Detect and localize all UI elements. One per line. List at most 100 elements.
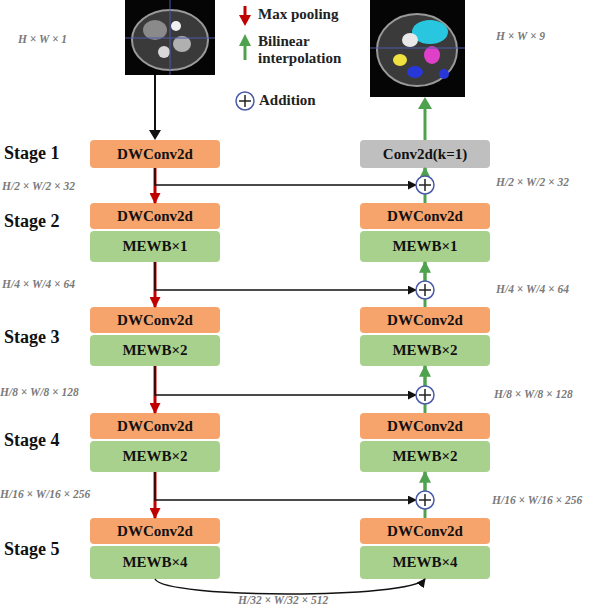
connector-line <box>155 168 416 185</box>
arrow-head <box>149 130 161 140</box>
box-text: MEWB×2 <box>392 342 457 359</box>
stage-label: Stage 4 <box>4 430 60 451</box>
organ-segment <box>424 46 440 64</box>
connector-line <box>154 366 157 413</box>
dimension-label: H/16 × W/16 × 256 <box>492 494 582 506</box>
maxpool-arrow <box>155 472 156 518</box>
skip-connection <box>155 262 425 290</box>
maxpool-arrow <box>155 168 156 203</box>
maxpool-arrow <box>155 262 156 307</box>
dwconv-box: DWConv2d <box>360 413 490 439</box>
crosshair-line <box>125 38 215 39</box>
connector-line <box>424 366 427 395</box>
dimension-label: H/8 × W/8 × 128 <box>0 386 79 398</box>
box-text: MEWB×1 <box>392 238 457 255</box>
box-text: DWConv2d <box>387 312 463 329</box>
box-text: Conv2d(k=1) <box>383 146 467 163</box>
connector-line <box>154 168 157 203</box>
organ-segment <box>402 33 418 47</box>
image-background <box>370 0 465 97</box>
dimension-label: H/8 × W/8 × 128 <box>494 388 573 400</box>
addition-symbol <box>416 176 434 194</box>
mewb-box: MEWB×1 <box>360 231 490 262</box>
mewb-box: MEWB×4 <box>90 546 220 579</box>
input-ct-image <box>125 0 215 75</box>
legend-text: Max pooling <box>258 6 398 23</box>
box-text: DWConv2d <box>387 208 463 225</box>
legend-maxpool-sample <box>244 6 247 16</box>
box-text: DWConv2d <box>117 418 193 435</box>
arrow-head <box>418 97 432 109</box>
addition-symbol <box>416 281 434 299</box>
dimension-label: H/32 × W/32 × 512 <box>238 594 328 606</box>
connector-line <box>424 262 427 307</box>
dimension-label: H/4 × W/4 × 64 <box>2 278 75 290</box>
connector-line <box>155 472 416 500</box>
maxpool-arrow <box>155 366 156 413</box>
stage-label: Stage 5 <box>4 539 60 560</box>
box-text: DWConv2d <box>387 523 463 540</box>
output-seg-image <box>370 0 465 97</box>
addition-symbol <box>419 179 431 191</box>
connector-line <box>154 472 157 518</box>
stage-label: Stage 3 <box>4 327 60 348</box>
addition-symbol <box>419 284 431 296</box>
output-arrow <box>424 108 427 140</box>
mewb-box: MEWB×2 <box>90 335 220 366</box>
box-text: DWConv2d <box>117 208 193 225</box>
organ-blob <box>171 21 181 31</box>
legend-addition-sample <box>244 95 246 107</box>
dimension-label: H/2 × W/2 × 32 <box>496 176 569 188</box>
box-text: MEWB×4 <box>122 554 187 571</box>
organ-blob <box>158 46 170 58</box>
dwconv-box: DWConv2d <box>360 518 490 544</box>
addition-symbol <box>419 494 431 506</box>
skip-connection <box>155 366 425 395</box>
skip-connection <box>155 472 425 500</box>
crosshair-line <box>170 0 171 75</box>
upsample-arrow <box>425 262 426 307</box>
stage-label: Stage 2 <box>4 211 60 232</box>
mewb-box: MEWB×2 <box>360 335 490 366</box>
box-text: MEWB×4 <box>392 554 457 571</box>
connector-line <box>424 366 427 413</box>
legend-text: Addition <box>259 92 399 109</box>
mewb-box: MEWB×2 <box>360 441 490 472</box>
dwconv-box: DWConv2d <box>90 140 220 168</box>
connector-line <box>424 168 427 185</box>
legend-addition-sample <box>239 100 251 102</box>
addition-symbol <box>419 389 431 401</box>
mewb-box: MEWB×4 <box>360 546 490 579</box>
organ-segment <box>412 20 448 44</box>
conv-box: Conv2d(k=1) <box>360 140 490 168</box>
dwconv-box: DWConv2d <box>360 203 490 229</box>
connector-line <box>424 472 427 518</box>
connector-line <box>155 366 416 395</box>
dwconv-box: DWConv2d <box>90 203 220 229</box>
box-text: DWConv2d <box>387 418 463 435</box>
legend-maxpool-sample <box>239 15 251 26</box>
box-text: MEWB×2 <box>122 342 187 359</box>
bottleneck-arrow <box>155 579 425 594</box>
body-outline <box>377 14 457 86</box>
upsample-arrow <box>425 366 426 413</box>
box-text: DWConv2d <box>117 312 193 329</box>
dwconv-box: DWConv2d <box>90 307 220 333</box>
dimension-label: H × W × 1 <box>18 33 67 45</box>
connector-line <box>424 472 427 500</box>
legend-interp-sample <box>239 34 251 46</box>
upsample-arrow <box>425 168 426 203</box>
mewb-box: MEWB×1 <box>90 231 220 262</box>
organ-segment <box>439 69 449 79</box>
stage-label: Stage 1 <box>4 143 60 164</box>
dimension-label: H × W × 9 <box>496 30 545 42</box>
organ-blob <box>143 20 167 40</box>
dwconv-box: DWConv2d <box>90 413 220 439</box>
box-text: MEWB×2 <box>122 448 187 465</box>
box-text: DWConv2d <box>117 146 193 163</box>
addition-symbol <box>416 491 434 509</box>
mewb-box: MEWB×2 <box>90 441 220 472</box>
connector-line <box>424 262 427 290</box>
body-outline <box>132 10 208 70</box>
